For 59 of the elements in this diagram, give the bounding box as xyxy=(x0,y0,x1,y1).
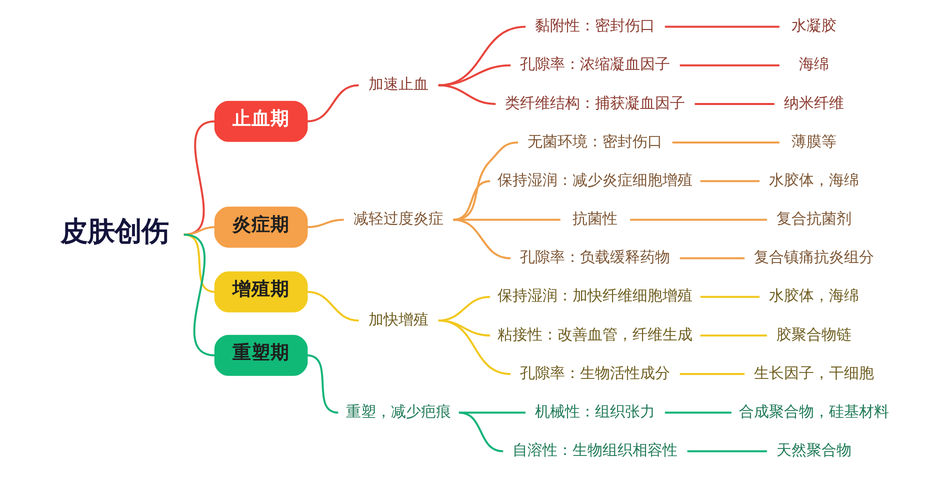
node-text: 水胶体，海绵 xyxy=(768,286,859,305)
connector xyxy=(452,218,560,221)
connector xyxy=(686,450,766,452)
node-text: 生长因子，干细胞 xyxy=(754,364,874,382)
connector xyxy=(700,296,759,298)
connector xyxy=(672,142,779,144)
node-text: 机械性：组织张力 xyxy=(534,402,655,420)
connector xyxy=(452,218,510,260)
node-text: 黏附性：密封伤口 xyxy=(534,16,655,35)
connector xyxy=(183,120,215,236)
node-box: 止血期 xyxy=(214,100,308,142)
connector xyxy=(700,180,759,182)
node-text: 复合抗菌剂 xyxy=(776,210,852,228)
connector xyxy=(700,334,766,336)
node-text: 水胶体，海绵 xyxy=(768,170,859,189)
connector xyxy=(694,102,774,105)
connector xyxy=(679,373,744,376)
connector xyxy=(438,84,496,105)
node-text: 加快增殖 xyxy=(368,310,428,328)
node-text: 胶聚合物链 xyxy=(776,325,852,344)
node-text: 水凝胶 xyxy=(791,16,836,35)
node-text: 无菌环境：密封伤口 xyxy=(527,132,662,150)
connector xyxy=(438,26,526,86)
connector xyxy=(183,226,215,236)
connector xyxy=(438,320,510,376)
node-text: 薄膜等 xyxy=(791,132,836,150)
connector xyxy=(664,26,779,28)
node-text: 类纤维结构：捕获凝血因子 xyxy=(504,94,685,112)
node-box: 炎症期 xyxy=(214,206,308,248)
node-text: 保持湿润：加快纤维细胞增殖 xyxy=(497,286,692,305)
node-text: 保持湿润：减少炎症细胞增殖 xyxy=(497,170,692,189)
node-text: 孔隙率：负载缓释药物 xyxy=(520,248,670,266)
node-text: 抗菌性 xyxy=(572,210,618,228)
connector xyxy=(458,412,503,452)
node-text: 自溶性：生物组织相容性 xyxy=(512,441,678,460)
node-text: 复合镇痛抗炎组分 xyxy=(754,248,874,266)
node-box: 重塑期 xyxy=(214,334,308,376)
connector xyxy=(306,218,344,228)
node-text: 粘接性：改善血管，纤维生成 xyxy=(497,325,692,344)
connector xyxy=(679,257,744,260)
connector xyxy=(306,84,358,122)
node-text: 重塑，减少疤痕 xyxy=(346,402,451,420)
node-text: 减轻过度炎症 xyxy=(353,210,444,228)
node-text: 孔隙率：生物活性成分 xyxy=(520,364,670,382)
node-text: 海绵 xyxy=(798,55,829,74)
node-text: 孔隙率：浓缩凝血因子 xyxy=(520,55,670,74)
node-text: 天然聚合物 xyxy=(776,441,852,460)
connector xyxy=(438,64,510,86)
connector xyxy=(183,234,215,356)
connector xyxy=(306,354,338,414)
node-text: 合成聚合物，硅基材料 xyxy=(738,402,889,420)
node-text: 皮肤创伤 xyxy=(60,216,168,248)
connector xyxy=(306,290,358,322)
node-box: 增殖期 xyxy=(214,271,308,312)
node-text: 加速止血 xyxy=(368,75,428,94)
connector xyxy=(679,64,779,66)
node-text: 纳米纤维 xyxy=(784,94,844,112)
connector xyxy=(664,412,731,414)
connector xyxy=(630,218,766,221)
